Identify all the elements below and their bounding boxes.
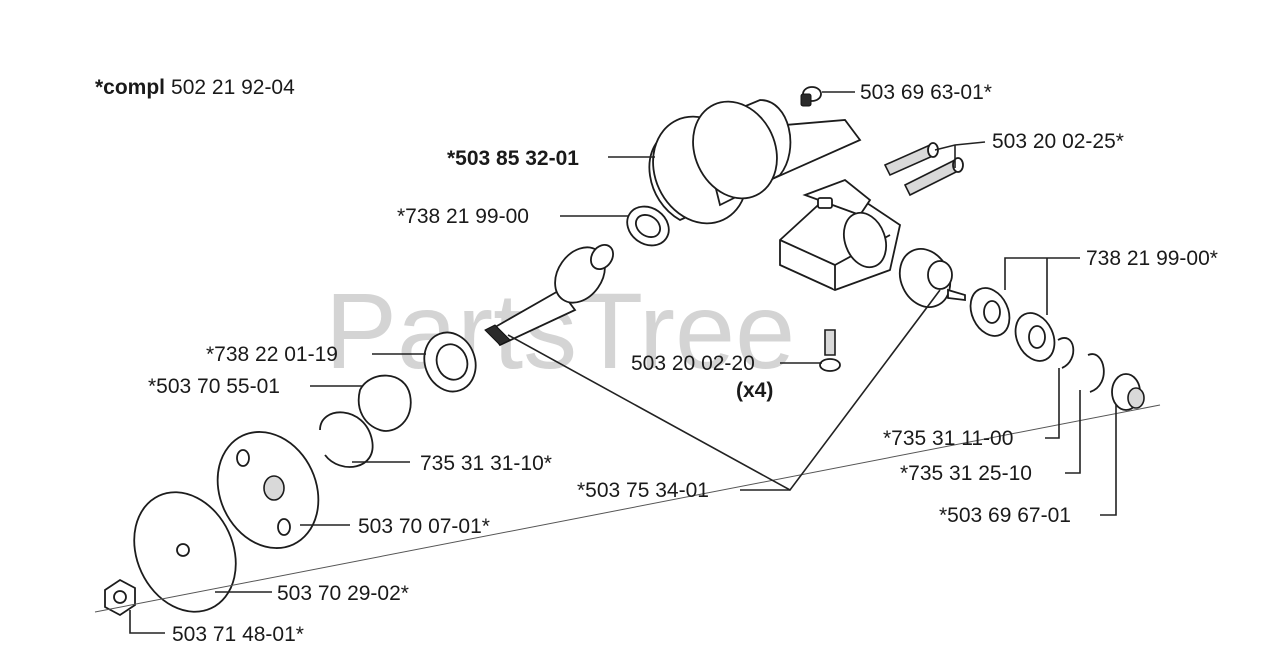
screw-503-69-63-01: [800, 86, 822, 107]
part-label-735-31-11-00[interactable]: *735 31 11-00: [883, 427, 1013, 450]
disc-503-70-29-02: [133, 491, 237, 613]
bearings-right: [969, 287, 1056, 362]
part-label-503-69-63-01[interactable]: 503 69 63-01*: [860, 81, 992, 104]
part-label-503-69-67-01[interactable]: *503 69 67-01: [939, 504, 1071, 527]
assembly-number: 502 21 92-04: [171, 76, 295, 99]
assembly-label: *compl 502 21 92-04: [95, 76, 295, 99]
part-label-503-71-48-01[interactable]: 503 71 48-01*: [172, 623, 304, 646]
end-cap-503-69-67-01: [1111, 373, 1145, 411]
part-label-738-21-99-00-right[interactable]: 738 21 99-00*: [1086, 247, 1218, 270]
part-label-735-31-31-10[interactable]: 735 31 31-10*: [420, 452, 552, 475]
disc-503-70-07-01: [216, 431, 320, 549]
part-label-735-31-25-10[interactable]: *735 31 25-10: [900, 462, 1032, 485]
screw-503-20-02-20: [819, 329, 841, 372]
assembly-prefix: *compl: [95, 76, 165, 99]
part-label-738-21-99-00-left[interactable]: *738 21 99-00: [397, 205, 529, 228]
quantity-label: (x4): [736, 379, 773, 402]
nut-503-71-48-01: [104, 578, 136, 617]
part-label-503-20-02-20[interactable]: 503 20 02-20: [631, 352, 755, 375]
bearing-738-22-01-19: [423, 331, 477, 393]
bolts-503-20-02-25: [883, 142, 964, 197]
washer-503-70-55-01: [357, 374, 412, 432]
leader-lines: [129, 91, 1117, 634]
gear-housing-drawing: [648, 99, 902, 291]
part-label-503-70-07-01[interactable]: 503 70 07-01*: [358, 515, 490, 538]
pinion-shaft: [484, 244, 614, 347]
bearing-left: [626, 205, 670, 247]
part-label-503-70-55-01[interactable]: *503 70 55-01: [148, 375, 280, 398]
circlip-735-31-31-10: [319, 411, 374, 468]
part-label-503-70-29-02[interactable]: 503 70 29-02*: [277, 582, 409, 605]
part-label-503-20-02-25[interactable]: 503 20 02-25*: [992, 130, 1124, 153]
part-label-738-22-01-19[interactable]: *738 22 01-19: [206, 343, 338, 366]
part-label-503-85-32-01[interactable]: *503 85 32-01: [447, 147, 579, 170]
bevel-gear: [898, 248, 966, 308]
axis-line: [94, 404, 1161, 613]
circlips-right: [1057, 337, 1105, 393]
part-label-503-75-34-01[interactable]: *503 75 34-01: [577, 479, 709, 502]
